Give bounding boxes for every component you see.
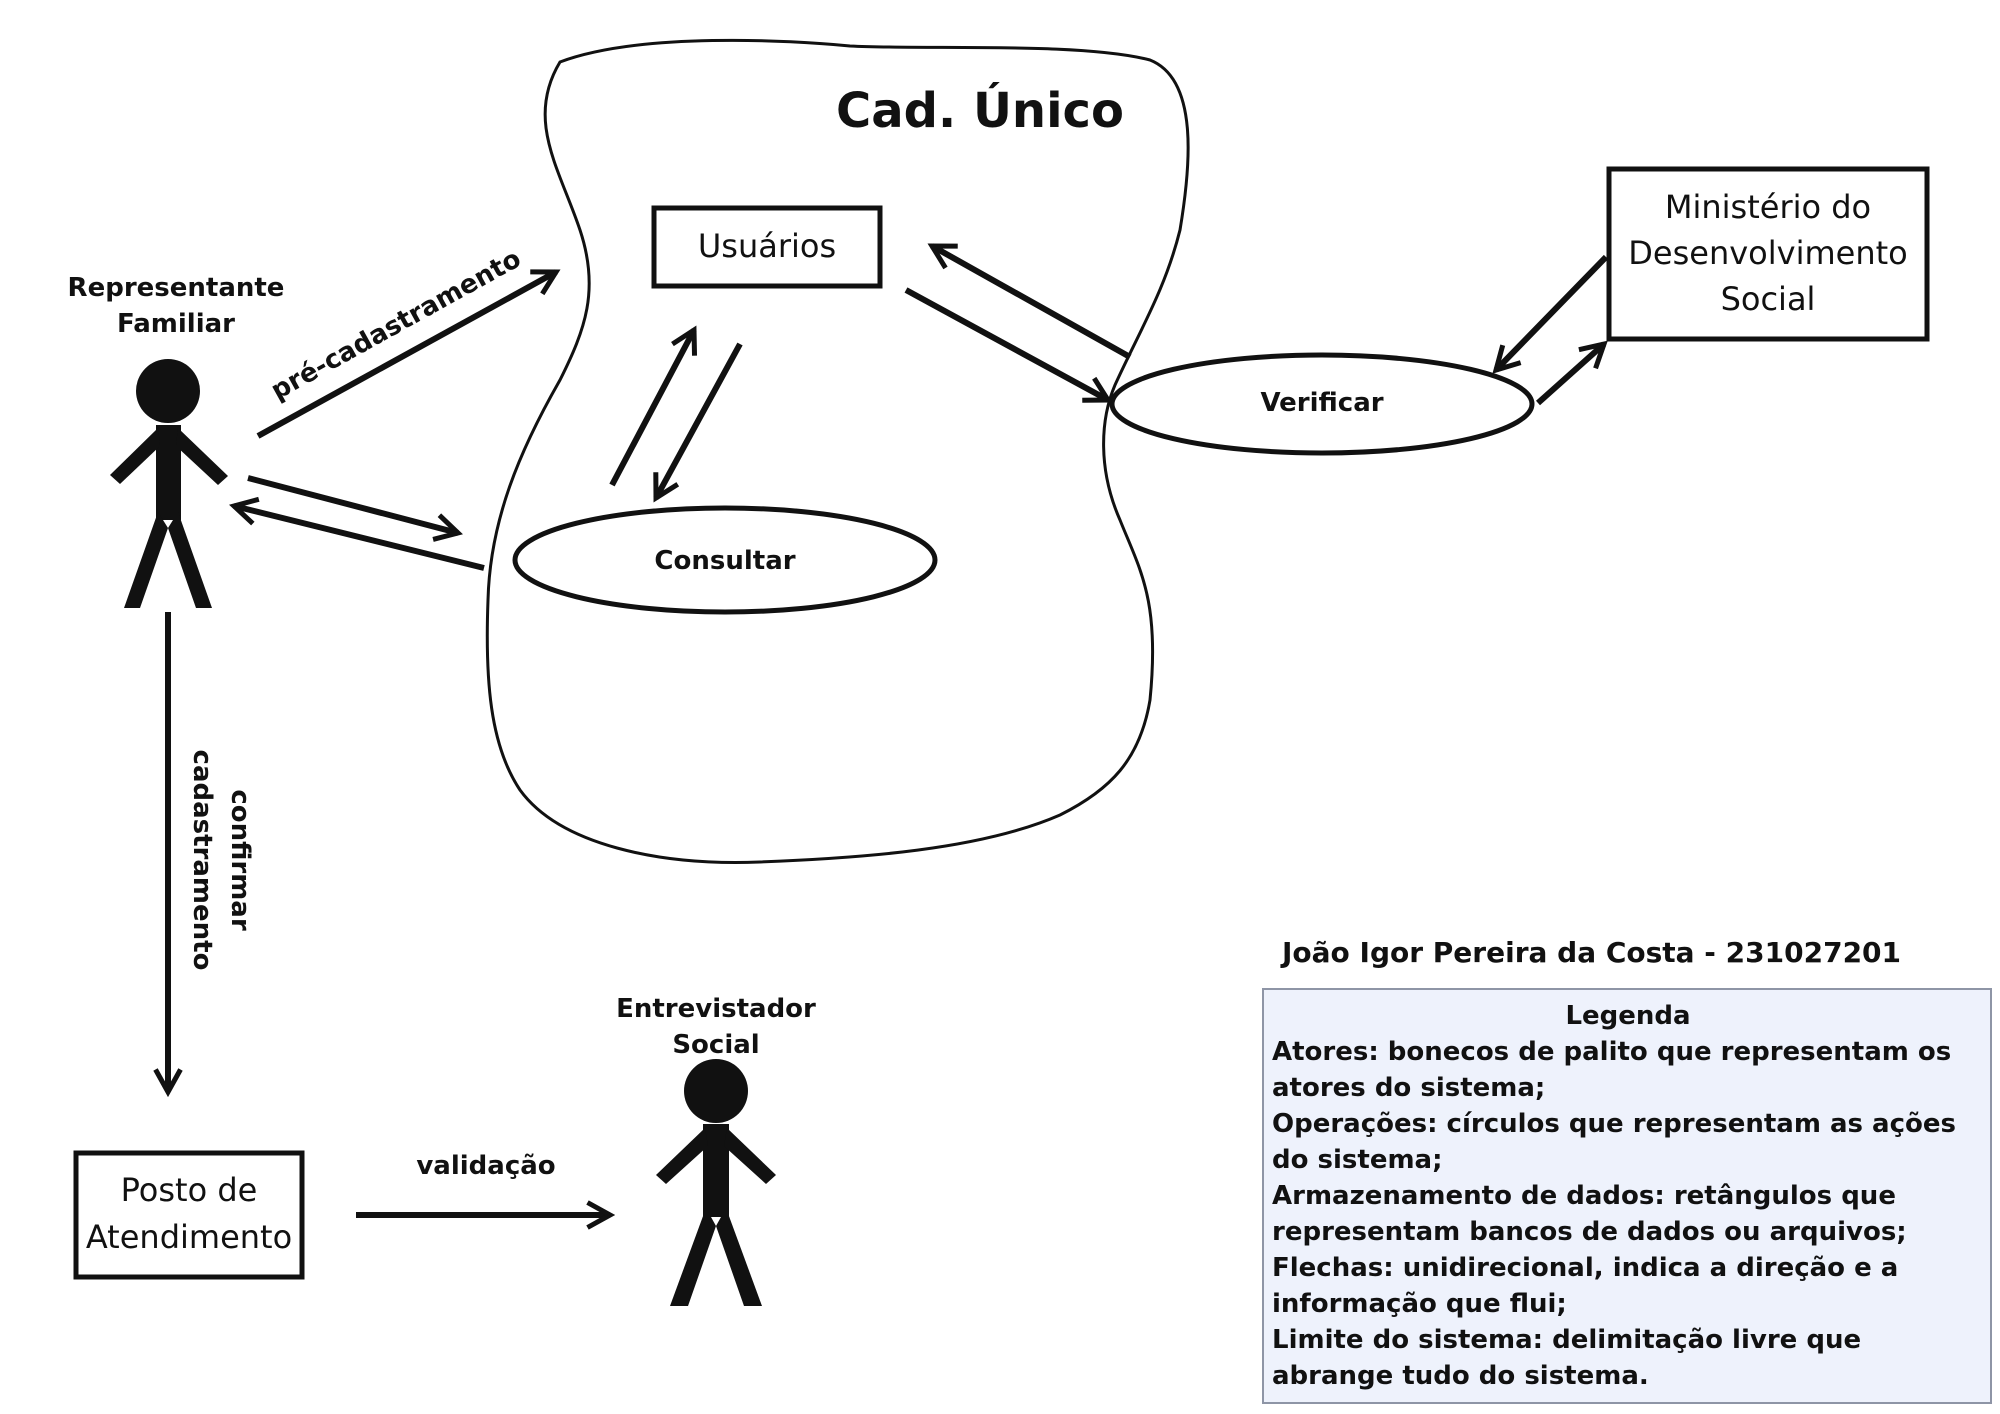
legend-item-flechas: Flechas: unidirecional, indica a direção… [1272, 1253, 1899, 1319]
ministerio-box [1606, 166, 1930, 342]
arrow-usuarios-to-consultar [656, 342, 743, 498]
flow-label-cadastramento: cadastramento [187, 750, 217, 971]
legend-item-limite: Limite do sistema: delimitação livre que… [1272, 1325, 1862, 1391]
ministerio-label-line2: Desenvolvimento [1628, 234, 1907, 272]
usuarios-store-label: Usuários [698, 227, 836, 265]
ministerio-label-line1: Ministério do [1665, 188, 1871, 226]
arrow-ministerio-to-verificar [1496, 254, 1609, 370]
entrevistador-label-line1: Entrevistador [616, 994, 816, 1024]
flow-label-pre-cadastramento: pré-cadastramento [266, 244, 526, 406]
consultar-process-label: Consultar [654, 546, 795, 576]
flow-label-validacao: validação [416, 1151, 555, 1181]
author-caption: João Igor Pereira da Costa - 231027201 [1282, 936, 1902, 969]
representante-label-line2: Familiar [117, 309, 235, 339]
consultar-process-ellipse [512, 505, 938, 615]
legend-title: Legenda [1565, 1001, 1691, 1031]
system-boundary [485, 38, 1190, 864]
representante-label-line1: Representante [68, 273, 285, 303]
verificar-process-ellipse [1109, 352, 1535, 456]
arrow-verificar-to-ministerio [1536, 344, 1604, 406]
entrevistador-stick-figure-icon [656, 1059, 776, 1306]
legend-item-atores: Atores: bonecos de palito que representa… [1272, 1037, 1952, 1103]
posto-box [73, 1150, 305, 1280]
legend-item-operacoes: Operações: círculos que representam as a… [1272, 1109, 1956, 1175]
ministerio-label-line3: Social [1721, 280, 1816, 318]
flow-label-confirmar: confirmar [225, 789, 255, 931]
posto-label-line1: Posto de [121, 1171, 258, 1209]
entrevistador-label-line2: Social [672, 1030, 759, 1060]
verificar-process-label: Verificar [1260, 388, 1383, 418]
representante-stick-figure-icon [110, 359, 228, 608]
legend-item-armazenamento: Armazenamento de dados: retângulos que r… [1272, 1181, 1907, 1247]
arrow-verificar-to-usuarios [932, 243, 1132, 360]
system-title: Cad. Único [836, 82, 1124, 139]
arrow-usuarios-to-verificar [904, 287, 1108, 400]
arrow-representante-to-usuarios [256, 269, 556, 439]
arrow-representante-to-consultar [247, 475, 458, 533]
usuarios-store-box [651, 205, 883, 289]
arrow-consultar-to-usuarios [609, 330, 694, 487]
legend-panel: Legenda Atores: bonecos de palito que re… [1262, 988, 1992, 1404]
posto-label-line2: Atendimento [86, 1218, 292, 1256]
arrow-consultar-to-representante [234, 506, 485, 571]
